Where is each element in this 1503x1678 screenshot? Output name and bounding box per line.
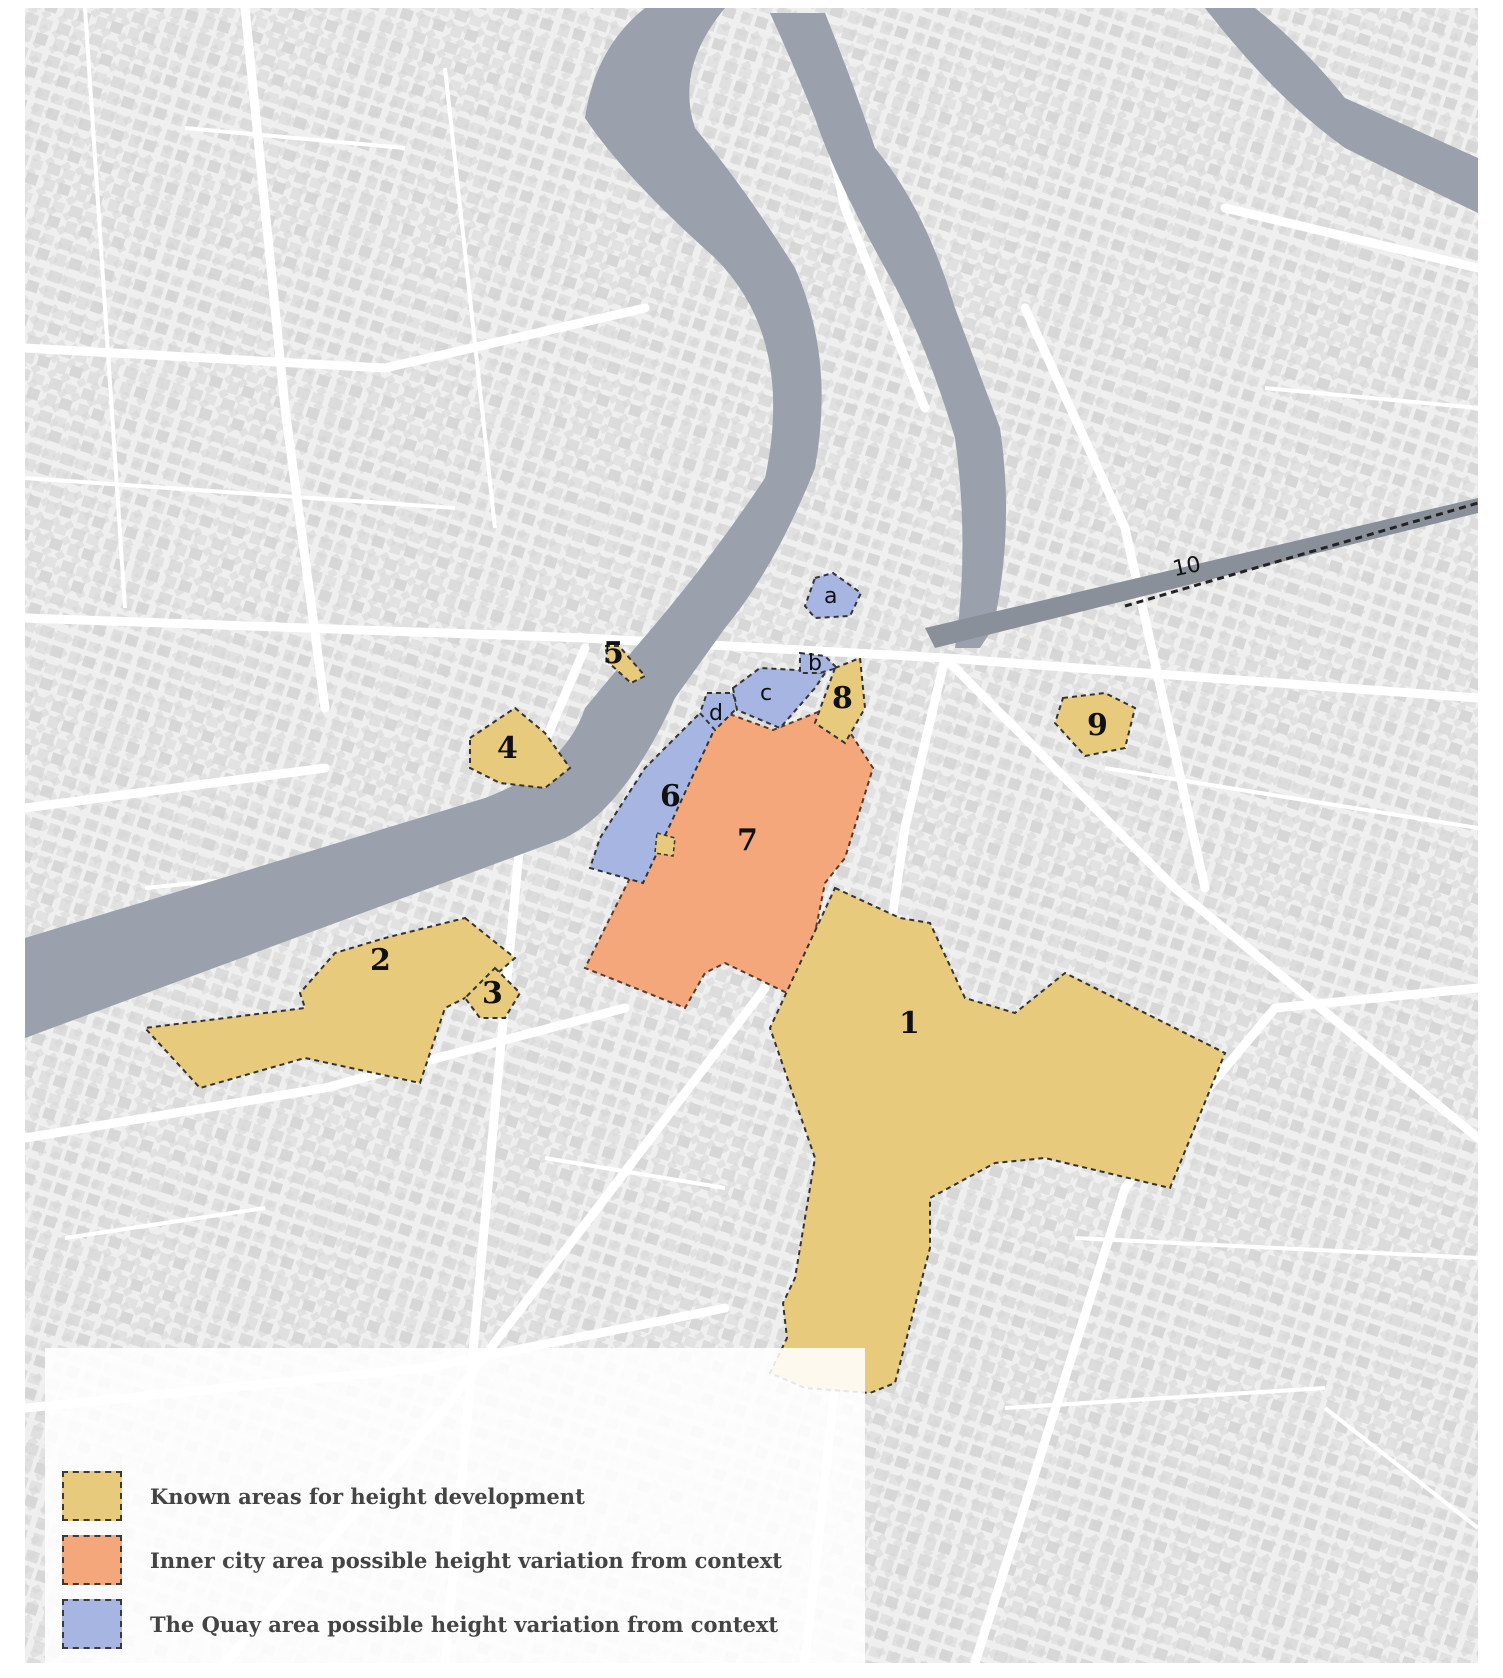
zone-8[interactable] bbox=[813, 656, 867, 745]
map-canvas: 1 2 3 4 5 6 7 8 9 10 a b c d bbox=[25, 8, 1478, 1663]
zone-d[interactable] bbox=[698, 692, 739, 732]
legend-swatch-known bbox=[62, 1471, 122, 1521]
legend: Known areas for height development Inner… bbox=[62, 1470, 822, 1670]
legend-swatch-inner bbox=[62, 1535, 122, 1585]
legend-label-quay: The Quay area possible height variation … bbox=[150, 1611, 779, 1637]
zone-3-label: 3 bbox=[482, 976, 503, 1011]
zone-3[interactable] bbox=[463, 966, 522, 1019]
legend-label-inner: Inner city area possible height variatio… bbox=[150, 1547, 782, 1573]
zone-7-inset bbox=[654, 832, 676, 857]
zone-b[interactable] bbox=[799, 651, 839, 674]
legend-item-inner: Inner city area possible height variatio… bbox=[62, 1534, 782, 1586]
zone-4[interactable] bbox=[469, 706, 572, 790]
river bbox=[25, 8, 1478, 1038]
legend-swatch-quay bbox=[62, 1599, 122, 1649]
map-area: 1 2 3 4 5 6 7 8 9 10 a b c d bbox=[25, 8, 1478, 1663]
zone-10-label: 10 bbox=[1171, 552, 1204, 582]
zone-1[interactable] bbox=[768, 886, 1227, 1395]
legend-item-quay: The Quay area possible height variation … bbox=[62, 1598, 778, 1650]
zone-c[interactable] bbox=[731, 666, 827, 730]
legend-backdrop bbox=[45, 1348, 865, 1663]
zone-9-label: 9 bbox=[1087, 708, 1108, 743]
zone-2-label: 2 bbox=[370, 943, 391, 978]
zone-1-label: 1 bbox=[899, 1006, 920, 1041]
zone-8-label: 8 bbox=[832, 681, 853, 716]
zone-6-label: 6 bbox=[660, 779, 681, 814]
legend-item-known: Known areas for height development bbox=[62, 1470, 585, 1522]
zone-b-label: b bbox=[808, 651, 822, 676]
zone-a-label: a bbox=[824, 584, 837, 609]
zone-5-label: 5 bbox=[603, 636, 624, 671]
legend-label-known: Known areas for height development bbox=[150, 1483, 585, 1509]
zone-c-label: c bbox=[760, 681, 772, 706]
zone-7-label: 7 bbox=[737, 823, 758, 858]
zone-9[interactable] bbox=[1053, 691, 1137, 758]
zone-d-label: d bbox=[709, 701, 723, 726]
zone-4-label: 4 bbox=[497, 731, 518, 766]
zone-a[interactable] bbox=[803, 571, 863, 620]
zone-10-line bbox=[1124, 501, 1478, 608]
zone-5[interactable] bbox=[603, 645, 647, 685]
